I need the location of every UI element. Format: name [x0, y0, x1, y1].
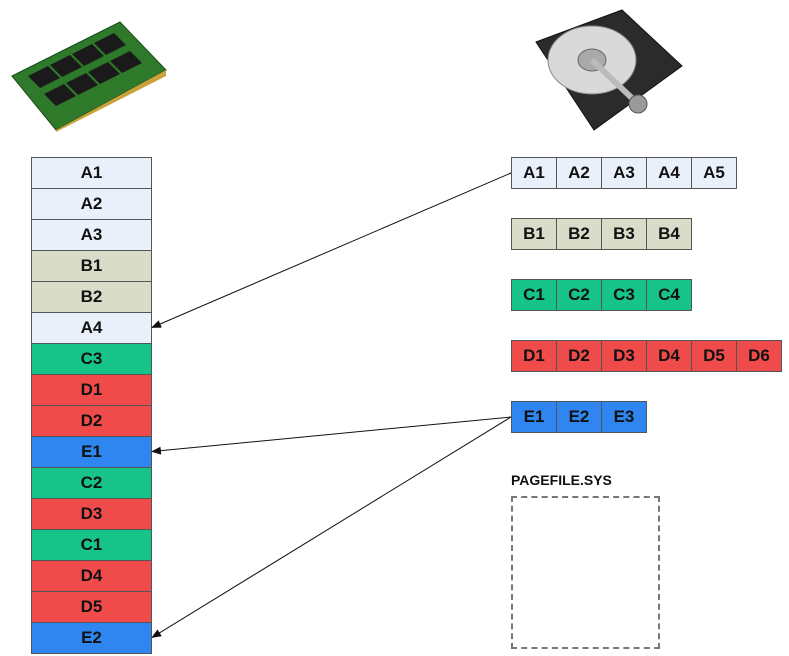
- disk-block-c2: C2: [556, 279, 602, 311]
- disk-block-e2: E2: [556, 401, 602, 433]
- disk-block-d6: D6: [736, 340, 782, 372]
- ram-block-e1: E1: [31, 436, 152, 468]
- hard-drive-icon: [535, 9, 683, 131]
- disk-block-d1: D1: [511, 340, 557, 372]
- disk-block-e3: E3: [601, 401, 647, 433]
- arrow-to-ram-e1: [151, 416, 512, 455]
- ram-block-c3: C3: [31, 343, 152, 375]
- ram-block-b2: B2: [31, 281, 152, 313]
- ram-block-d3: D3: [31, 498, 152, 530]
- ram-block-a1: A1: [31, 157, 152, 189]
- ram-module-icon: [11, 21, 167, 132]
- ram-block-c1: C1: [31, 529, 152, 561]
- arrow-to-ram-e2: [151, 416, 512, 639]
- ram-block-c2: C2: [31, 467, 152, 499]
- ram-block-d2: D2: [31, 405, 152, 437]
- pagefile-label: PAGEFILE.SYS: [511, 472, 612, 488]
- pagefile-box: [511, 496, 660, 649]
- disk-block-a2: A2: [556, 157, 602, 189]
- disk-block-e1: E1: [511, 401, 557, 433]
- disk-block-d4: D4: [646, 340, 692, 372]
- disk-block-d2: D2: [556, 340, 602, 372]
- disk-block-c3: C3: [601, 279, 647, 311]
- disk-block-d3: D3: [601, 340, 647, 372]
- disk-block-a5: A5: [691, 157, 737, 189]
- disk-block-c4: C4: [646, 279, 692, 311]
- disk-block-c1: C1: [511, 279, 557, 311]
- ram-block-e2: E2: [31, 622, 152, 654]
- ram-block-a2: A2: [31, 188, 152, 220]
- disk-block-a4: A4: [646, 157, 692, 189]
- ram-block-d4: D4: [31, 560, 152, 592]
- arrow-to-ram-a4: [151, 172, 512, 328]
- disk-block-b4: B4: [646, 218, 692, 250]
